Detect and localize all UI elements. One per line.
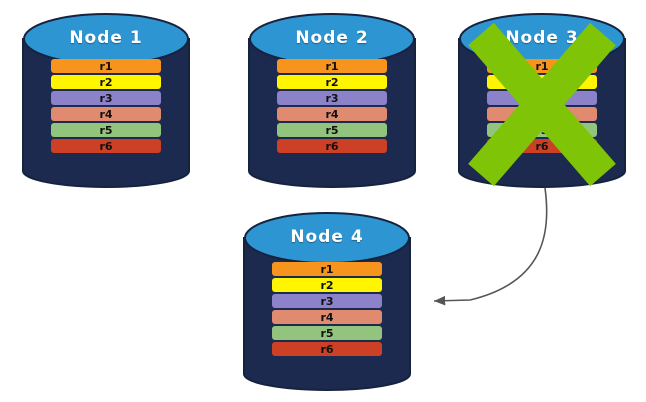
node-1-record-r5: r5 — [51, 123, 161, 137]
node-2-record-r2: r2 — [277, 75, 387, 89]
node-1-record-r1: r1 — [51, 59, 161, 73]
node-1-record-r3: r3 — [51, 91, 161, 105]
node-4-record-r2: r2 — [272, 278, 382, 292]
node-2-record-r6: r6 — [277, 139, 387, 153]
node-1-record-r6: r6 — [51, 139, 161, 153]
node-2-record-r5: r5 — [277, 123, 387, 137]
node-3-record-r4: r4 — [487, 107, 597, 121]
node-4-record-r6: r6 — [272, 342, 382, 356]
node-4-record-r1: r1 — [272, 262, 382, 276]
node-2-record-r4: r4 — [277, 107, 387, 121]
node-2-record-r1: r1 — [277, 59, 387, 73]
node-3-record-r2: r2 — [487, 75, 597, 89]
node-3-record-r6: r6 — [487, 139, 597, 153]
node-3-record-r5: r5 — [487, 123, 597, 137]
node-1-record-stack: r1 r2 r3 r4 r5 r6 — [23, 59, 189, 153]
node-4-record-r4: r4 — [272, 310, 382, 324]
node-4-record-r5: r5 — [272, 326, 382, 340]
node-4-record-r3: r3 — [272, 294, 382, 308]
node-3-record-r3: r3 — [487, 91, 597, 105]
node-4-record-stack: r1 r2 r3 r4 r5 r6 — [244, 262, 410, 356]
node-1-record-r4: r4 — [51, 107, 161, 121]
node-1-record-r2: r2 — [51, 75, 161, 89]
node-2-record-r3: r3 — [277, 91, 387, 105]
node-3-record-r1: r1 — [487, 59, 597, 73]
node-3-record-stack: r1 r2 r3 r4 r5 r6 — [459, 59, 625, 153]
node-2-record-stack: r1 r2 r3 r4 r5 r6 — [249, 59, 415, 153]
